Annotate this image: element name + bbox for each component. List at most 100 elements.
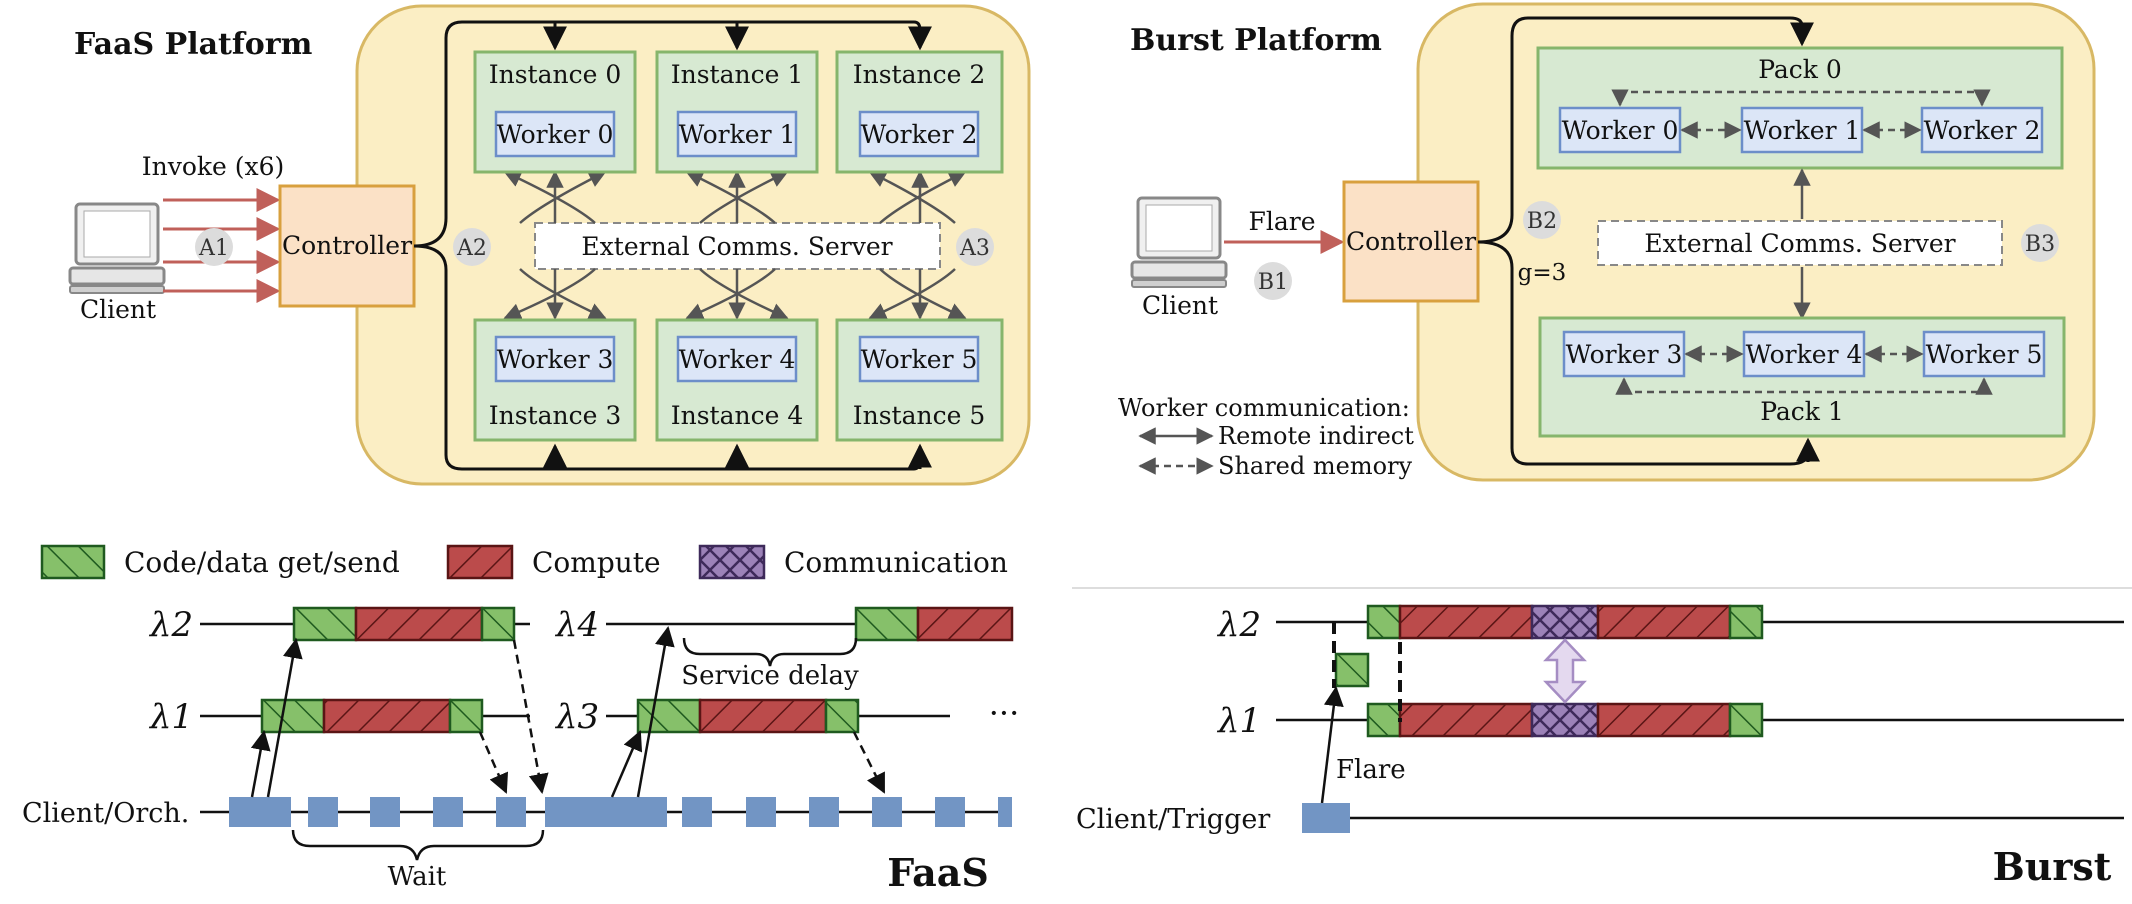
worker-1-label: Worker 1 (679, 120, 796, 149)
burst-worker-1 (1740, 106, 1864, 154)
faas-l1-code-2 (448, 698, 484, 734)
instance-4: Worker 4 Instance 4 (655, 318, 819, 442)
burst-controller-label: Controller (1346, 227, 1476, 256)
faas-row-lambda4: λ4 (554, 605, 599, 645)
burst-communication-arrow (1543, 638, 1587, 704)
burst-flare-label: Flare (1336, 755, 1406, 785)
marker-b3 (2021, 224, 2059, 262)
burst-l1-compute-1 (1398, 702, 1534, 738)
legend-remote-label: Remote indirect (1218, 422, 1414, 450)
instance-2: Instance 2 Worker 2 (835, 50, 1004, 174)
group-size-label: g=3 (1518, 260, 1567, 286)
burst-flare-arrow (1320, 686, 1344, 804)
faas-timeline-title: FaaS (887, 850, 989, 895)
worker-3-label: Worker 3 (497, 345, 614, 374)
instance-0: Instance 0 Worker 0 (473, 50, 637, 174)
burst-comms-server-label: External Comms. Server (1644, 229, 1955, 258)
legend-code-label: Code/data get/send (124, 546, 400, 579)
service-delay-label: Service delay (681, 661, 859, 691)
burst-worker-0-label: Worker 0 (1562, 116, 1679, 145)
burst-worker-1-label: Worker 1 (1744, 116, 1861, 145)
faas-l3-compute (698, 698, 828, 734)
burst-platform-diagram: Burst Platform Client Flare B1 Controlle… (1118, 2, 2096, 482)
faas-l1-code-1 (260, 698, 326, 734)
faas-comms-arrows (503, 170, 967, 320)
burst-worker-0 (1558, 106, 1682, 154)
faas-l2-code-2 (480, 606, 516, 642)
marker-a2 (453, 228, 491, 266)
marker-b2-label: B2 (1527, 209, 1557, 234)
burst-client-block (1302, 803, 1350, 833)
pack-1-label: Pack 1 (1760, 397, 1844, 426)
worker-comm-legend-title: Worker communication: (1118, 394, 1410, 422)
worker-2-label: Worker 2 (861, 120, 978, 149)
faas-l3-code-2 (824, 698, 860, 734)
faas-l4-compute (916, 606, 1014, 642)
pack-1-shared-memory-arrows (1615, 345, 1993, 395)
faas-comms-server (534, 222, 941, 270)
faas-l4-code-1 (854, 606, 920, 642)
faas-routing-lines (413, 20, 932, 471)
burst-flare-packet (1334, 652, 1370, 688)
faas-l1-compute (322, 698, 452, 734)
instance-1-label: Instance 1 (671, 60, 804, 89)
burst-l2-compute-1 (1398, 604, 1534, 640)
faas-ellipsis: ··· (989, 694, 1020, 732)
timeline-legend: Code/data get/send Compute Communication (40, 544, 1008, 580)
worker-1 (676, 110, 798, 158)
burst-l2-code-2 (1728, 604, 1764, 640)
burst-worker-2-label: Worker 2 (1924, 116, 2041, 145)
burst-l2-communication (1530, 604, 1600, 640)
instance-5: Worker 5 Instance 5 (835, 318, 1004, 442)
faas-row-lambda3: λ3 (554, 697, 599, 737)
marker-b3-label: B3 (2025, 232, 2055, 257)
burst-worker-4 (1742, 330, 1866, 378)
marker-b1-label: B1 (1258, 270, 1288, 295)
faas-row-lambda1: λ1 (148, 697, 193, 737)
worker-3 (494, 335, 616, 383)
burst-l1-compute-2 (1596, 702, 1732, 738)
faas-l2-code-1 (292, 606, 358, 642)
faas-client-label: Client (80, 295, 156, 324)
marker-a3 (956, 228, 994, 266)
faas-row-lambda2: λ2 (148, 605, 193, 645)
worker-4-label: Worker 4 (679, 345, 796, 374)
marker-b1 (1254, 262, 1292, 300)
burst-worker-3-label: Worker 3 (1566, 340, 1683, 369)
faas-comms-server-label: External Comms. Server (581, 232, 892, 261)
marker-b2 (1523, 201, 1561, 239)
instance-2-label: Instance 2 (853, 60, 986, 89)
worker-5 (858, 335, 980, 383)
burst-worker-5 (1922, 330, 2046, 378)
legend-communication-swatch (698, 544, 766, 580)
instance-3-label: Instance 3 (489, 401, 622, 430)
burst-timeline: λ2 λ1 Client/Trigger Flare Burst (1072, 587, 2132, 889)
burst-client-label: Client (1142, 291, 1218, 320)
faas-platform-title: FaaS Platform (74, 27, 313, 62)
faas-l3-code-1 (636, 698, 702, 734)
burst-worker-5-label: Worker 5 (1926, 340, 2043, 369)
invoke-label: Invoke (x6) (142, 152, 285, 181)
faas-row-client: Client/Orch. (22, 798, 189, 829)
wait-brace (291, 829, 545, 861)
instance-4-label: Instance 4 (671, 401, 804, 430)
instance-5-label: Instance 5 (853, 401, 986, 430)
instance-1: Instance 1 Worker 1 (655, 50, 819, 174)
burst-l1-code-2 (1728, 702, 1764, 738)
worker-2 (858, 110, 980, 158)
pack-0-label: Pack 0 (1758, 55, 1842, 84)
burst-comms-server (1597, 220, 2003, 266)
burst-client-icon (1130, 196, 1228, 288)
burst-controller (1342, 180, 1480, 303)
burst-timeline-title: Burst (1993, 844, 2112, 889)
faas-controller-label: Controller (282, 231, 412, 260)
legend-compute-swatch (446, 544, 514, 580)
legend-communication-label: Communication (784, 546, 1008, 579)
pack-0-shared-memory-arrows (1611, 89, 1991, 139)
marker-a2-label: A2 (456, 236, 487, 261)
legend-compute-label: Compute (532, 546, 661, 579)
burst-row-client: Client/Trigger (1076, 804, 1270, 835)
wait-label: Wait (388, 862, 447, 892)
burst-l2-code-1 (1366, 604, 1402, 640)
